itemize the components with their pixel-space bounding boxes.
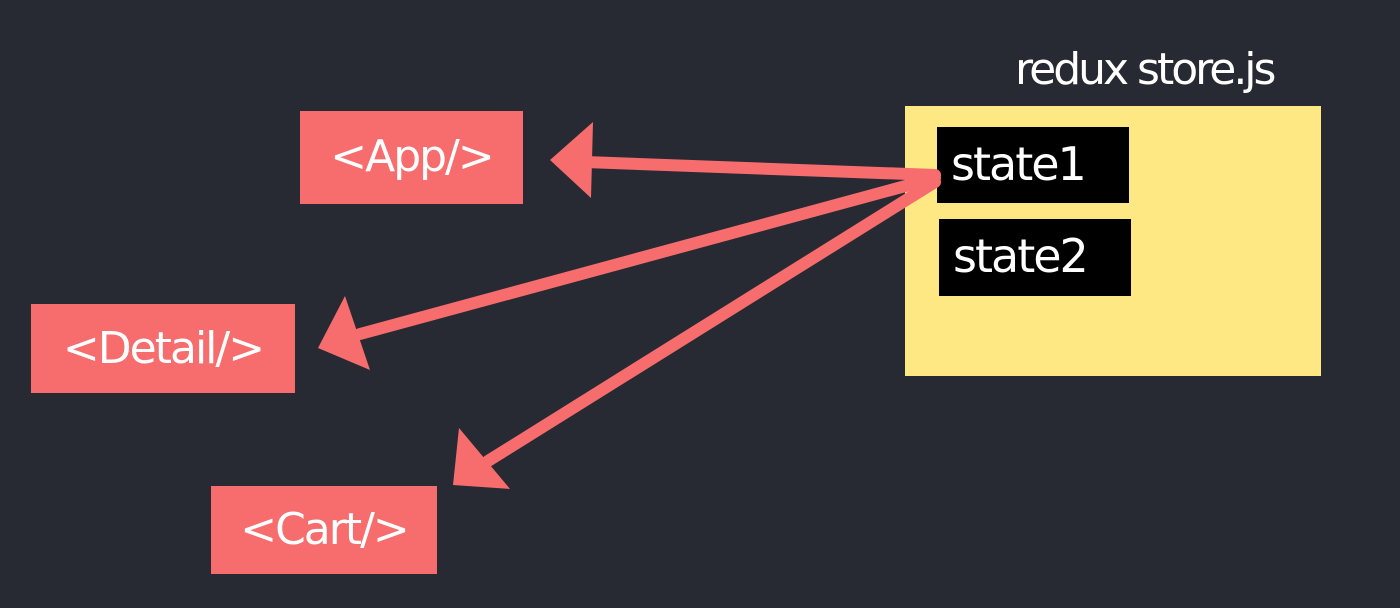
arrow-to-app	[550, 122, 941, 198]
state2-chip: state2	[939, 219, 1131, 296]
arrow-to-detail	[318, 172, 941, 370]
arrow-to-cart	[453, 176, 941, 489]
detail-component-box: <Detail/>	[31, 304, 295, 393]
state1-chip: state1	[937, 127, 1129, 203]
store-title: redux store.js	[1015, 44, 1276, 95]
app-component-box: <App/>	[300, 111, 523, 204]
cart-component-box: <Cart/>	[211, 486, 437, 574]
